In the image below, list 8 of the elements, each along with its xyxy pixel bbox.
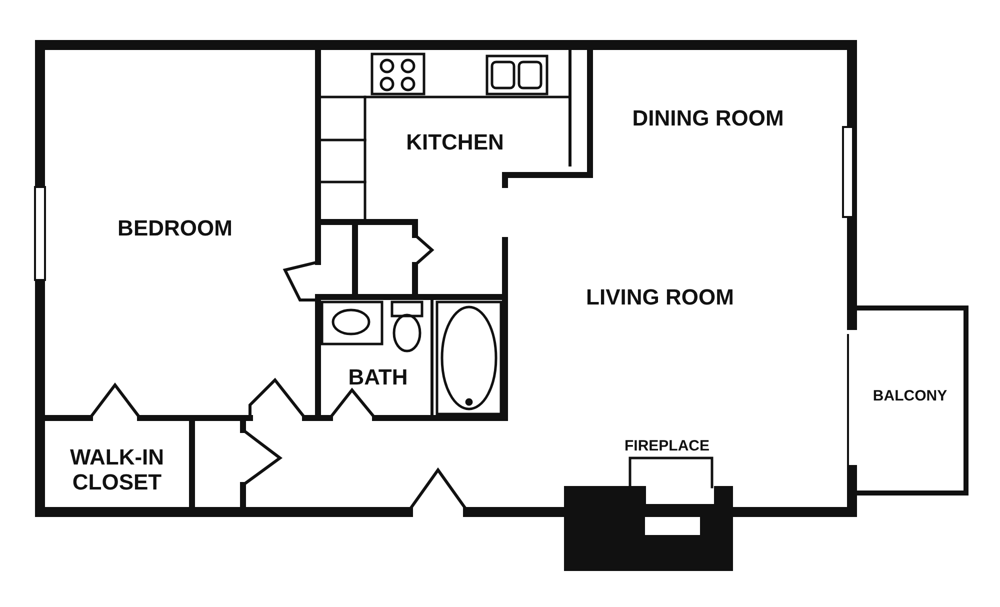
fireplace-label: FIREPLACE: [624, 437, 710, 455]
room-label: LIVING ROOM: [586, 284, 734, 310]
room-label: DINING ROOM: [632, 105, 784, 131]
room-label: BEDROOM: [118, 215, 232, 241]
room-label: BALCONY: [872, 387, 948, 405]
room-label: BATH: [348, 364, 408, 390]
room-label: KITCHEN: [406, 129, 504, 155]
room-label: WALK-IN CLOSET: [68, 444, 166, 496]
